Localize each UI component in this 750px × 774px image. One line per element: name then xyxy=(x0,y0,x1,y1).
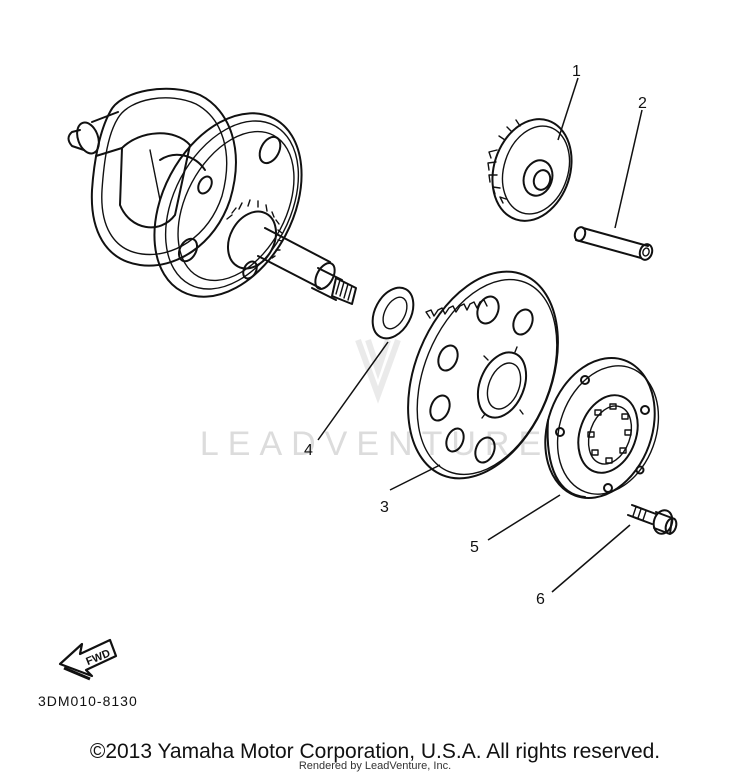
copyright-notice: ©2013 Yamaha Motor Corporation, U.S.A. A… xyxy=(89,740,661,763)
callout-1: 1 xyxy=(572,63,581,80)
part-5-starter-clutch xyxy=(544,357,660,499)
crankshaft xyxy=(67,87,357,305)
callout-3: 3 xyxy=(380,499,389,516)
leader-lines xyxy=(317,77,643,593)
part-code: 3DM010-8130 xyxy=(38,693,138,709)
part-6-bolt xyxy=(627,504,678,535)
crankshaft-thread xyxy=(331,277,357,305)
callout-2: 2 xyxy=(638,95,647,112)
watermark-logo xyxy=(355,338,401,404)
part-3-starter-wheel-gear xyxy=(407,270,559,480)
part-4-washer xyxy=(371,286,415,340)
callout-5: 5 xyxy=(470,539,479,556)
part-2-shaft xyxy=(573,226,654,261)
fwd-arrow-icon: FWD xyxy=(58,638,118,681)
rendered-by-note: Rendered by LeadVenture, Inc. xyxy=(298,760,452,772)
watermark-text: LEADVENTURE xyxy=(199,425,551,463)
callout-4: 4 xyxy=(304,442,313,459)
callout-6: 6 xyxy=(536,591,545,608)
part-1-idle-gear xyxy=(487,118,573,222)
